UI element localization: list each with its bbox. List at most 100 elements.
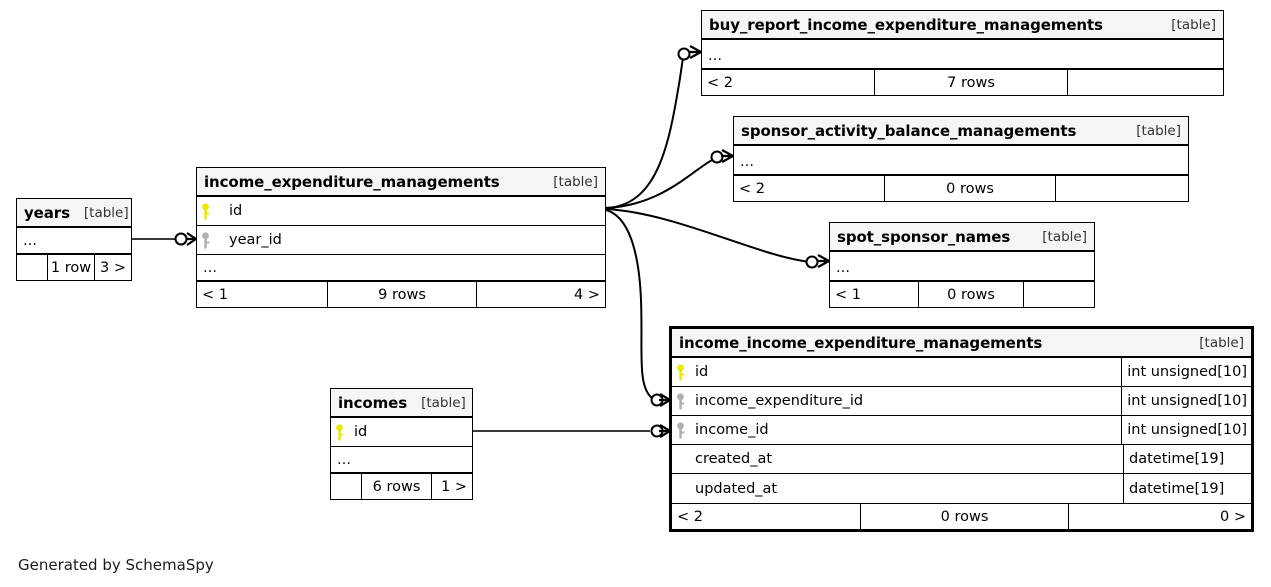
column-name-cell: income_expenditure_id [695,393,1121,409]
footer-parents: < 1 [835,286,861,303]
foreign-key-icon [672,421,689,439]
column-row[interactable]: id int unsigned[10] [672,358,1251,387]
column-type: int unsigned[10] [1121,358,1251,386]
table-title: income_expenditure_managements [204,172,500,191]
table-type-tag: [table] [553,173,598,190]
more-columns-ellipsis: … [702,40,1223,69]
table-type-tag: [table] [1136,122,1181,139]
table-type-tag: [table] [1199,334,1244,351]
column-type: int unsigned[10] [1121,416,1251,444]
table-footer: 6 rows 1 > [331,473,472,499]
column-row[interactable]: created_at datetime[19] [672,445,1251,474]
table-node-sponsor-activity-balance-managements[interactable]: sponsor_activity_balance_managements [ta… [733,116,1189,202]
foreign-key-icon [672,392,689,410]
column-name: created_at [695,451,773,467]
column-row[interactable]: income_expenditure_id int unsigned[10] [672,387,1251,416]
column-name-cell: id [229,203,605,219]
column-row[interactable]: updated_at datetime[19] [672,474,1251,503]
footer-children: 4 > [574,286,600,303]
table-columns: … [702,40,1223,69]
primary-key-icon [672,363,689,381]
table-columns: … [17,228,131,254]
more-columns-ellipsis: … [197,255,605,281]
footer-rowcount: 7 rows [874,70,1068,95]
footer-parents: < 2 [707,74,733,91]
footer-rowcount: 9 rows [327,282,477,307]
column-type: datetime[19] [1123,445,1251,473]
footer-parents: < 2 [677,508,703,525]
footer-children [1056,176,1188,201]
footer-parents [17,255,47,280]
column-name: year_id [229,232,282,248]
column-name-cell: created_at [695,451,1123,467]
table-title: buy_report_income_expenditure_management… [709,15,1103,34]
primary-key-icon [331,423,348,441]
edge-iem-to-spot-sponsor [605,208,830,269]
table-header: income_income_expenditure_managements [t… [672,329,1251,358]
table-header: spot_sponsor_names [table] [830,223,1094,252]
table-node-buy-report-income-expenditure-managements[interactable]: buy_report_income_expenditure_management… [701,10,1224,96]
table-header: income_expenditure_managements [table] [197,168,605,197]
more-columns-ellipsis: … [17,228,131,254]
column-row[interactable]: year_id [197,226,605,255]
table-title: sponsor_activity_balance_managements [741,121,1077,140]
column-name: income_expenditure_id [695,393,864,409]
edge-iem-to-iiem [605,209,671,407]
column-type: int unsigned[10] [1121,387,1251,415]
footer-parents [331,474,361,499]
column-name-cell: id [354,424,472,440]
column-name: income_id [695,422,769,438]
column-name: id [354,424,368,440]
table-node-years[interactable]: years [table] … 1 row 3 > [16,198,132,281]
foreign-key-icon [197,231,214,249]
column-row[interactable]: id [197,197,605,226]
footer-rowcount: 0 rows [860,504,1069,529]
edge-incomes-to-iiem [473,424,671,438]
table-type-tag: [table] [83,204,129,221]
generated-by-caption: Generated by SchemaSpy [18,556,214,574]
footer-rowcount: 0 rows [884,176,1056,201]
table-columns: … [734,146,1188,175]
more-columns-ellipsis: … [830,252,1094,281]
edge-iem-to-buy-report [605,45,702,209]
table-type-tag: [table] [1171,16,1216,33]
column-name-cell: income_id [695,422,1121,438]
footer-parents: < 2 [739,180,765,197]
table-title: spot_sponsor_names [837,227,1011,246]
edge-years-to-iem [132,232,197,246]
table-columns: … [830,252,1094,281]
table-footer: < 1 9 rows 4 > [197,281,605,307]
table-type-tag: [table] [421,394,466,411]
table-columns: id … [331,418,472,473]
table-node-income-expenditure-managements[interactable]: income_expenditure_managements [table] i… [196,167,606,308]
table-node-incomes[interactable]: incomes [table] id … 6 rows 1 > [330,388,473,500]
table-node-income-income-expenditure-managements[interactable]: income_income_expenditure_managements [t… [669,326,1254,532]
column-name-cell: year_id [229,232,605,248]
table-footer: < 2 0 rows [734,175,1188,201]
table-header: years [table] [17,199,131,228]
table-footer: < 2 0 rows 0 > [672,503,1251,529]
footer-children: 3 > [100,259,126,276]
footer-rowcount: 6 rows [361,474,432,499]
column-row[interactable]: id [331,418,472,447]
edge-iem-to-sponsor-activity [605,149,734,209]
table-title: incomes [338,393,408,412]
footer-children [1024,282,1094,307]
footer-children: 1 > [441,478,467,495]
column-name: updated_at [695,480,778,497]
footer-children: 0 > [1220,508,1246,525]
table-header: buy_report_income_expenditure_management… [702,11,1223,40]
primary-key-icon [197,202,214,220]
table-header: sponsor_activity_balance_managements [ta… [734,117,1188,146]
footer-parents: < 1 [202,286,228,303]
column-row[interactable]: income_id int unsigned[10] [672,416,1251,445]
table-columns: id year_id … [197,197,605,281]
table-footer: < 2 7 rows [702,69,1223,95]
column-name-cell: id [695,364,1121,380]
more-columns-ellipsis: … [331,447,472,473]
column-type: datetime[19] [1123,474,1251,503]
more-columns-ellipsis: … [734,146,1188,175]
footer-rowcount: 0 rows [918,282,1024,307]
table-columns: id int unsigned[10] income_expenditure_i… [672,358,1251,503]
table-node-spot-sponsor-names[interactable]: spot_sponsor_names [table] … < 1 0 rows [829,222,1095,308]
